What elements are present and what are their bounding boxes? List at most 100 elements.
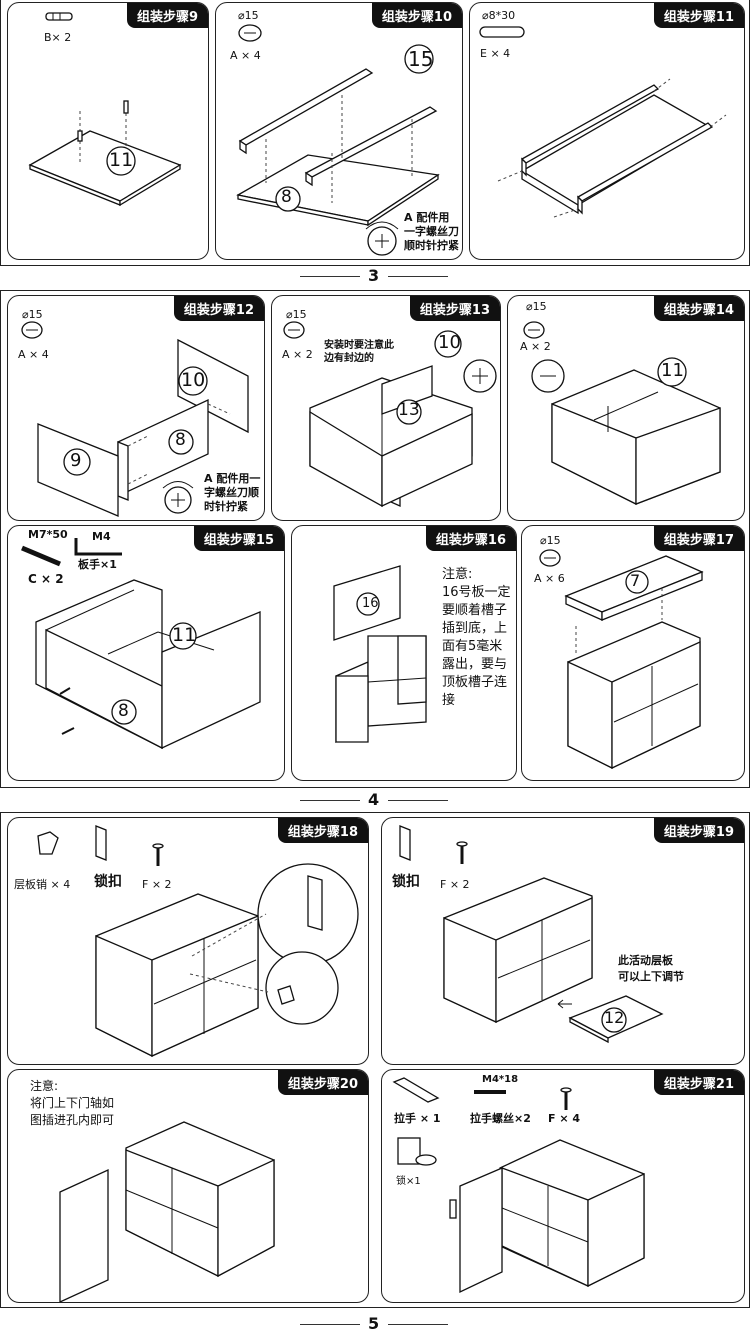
step-21-part-handle-screw: 拉手螺丝×2	[470, 1112, 531, 1125]
step-10-note: A 配件用一字螺丝刀顺时针拧紧	[404, 211, 459, 252]
step-21-part-lock: 锁×1	[396, 1176, 421, 1187]
step-17-title: 组装步骤17	[653, 526, 744, 551]
hex-key-icon	[74, 538, 122, 556]
step-16-panel: 组装步骤16 16 注意: 16号板一定 要顺着槽子 插到底，上 面有5毫米 露…	[291, 525, 517, 781]
step-10-panel: 组装步骤10 ⌀15 A × 4 15 8 A 配件用一字螺丝刀顺时针拧紧	[215, 2, 463, 260]
step-19-drawing	[399, 825, 664, 1044]
step-20-title: 组装步骤20	[277, 1070, 368, 1095]
step-9-title: 组装步骤9	[126, 3, 208, 28]
cam-lock-detail-icon	[531, 359, 565, 393]
step-13-drawing	[283, 321, 497, 508]
step-20-note: 注意: 将门上下门轴如 图插进孔内即可	[30, 1079, 115, 1127]
page-divider	[300, 276, 360, 277]
step-14-label-11: 11	[661, 360, 684, 381]
cam-lock-icon	[283, 321, 305, 339]
step-13-panel: 组装步骤13 ⌀15 A × 2 安装时要注意此边有封边的 10 13	[271, 295, 501, 521]
lock-catch-icon	[399, 825, 411, 861]
step-21-drawing	[392, 1077, 645, 1294]
step-19-label-12: 12	[604, 1008, 625, 1027]
step-12-panel: 组装步骤12 ⌀15 A × 4 10 8 9 A 配件用一字螺丝刀顺时针拧紧	[7, 295, 265, 521]
step-10-label-8: 8	[281, 187, 292, 207]
step-15-wrench: 板手×1	[78, 558, 117, 571]
step-9-drawing	[28, 12, 182, 207]
step-11-part: E × 4	[480, 47, 511, 60]
cam-lock-icon	[539, 549, 561, 567]
step-17-label-7: 7	[630, 571, 641, 590]
screw-icon	[21, 543, 61, 567]
step-19-panel: 组装步骤19 锁扣 F × 2 此活动层板 可以上下调节 12	[381, 817, 745, 1065]
step-18-panel: 组装步骤18 层板销 × 4 锁扣 F × 2	[7, 817, 369, 1065]
page-number-3: 3	[368, 266, 380, 285]
step-15-part: C × 2	[28, 572, 64, 586]
step-15-label-11: 11	[172, 624, 197, 646]
step-16-drawing	[333, 565, 427, 744]
step-12-note: A 配件用一字螺丝刀顺时针拧紧	[204, 472, 261, 513]
wooden-dowel-icon	[479, 26, 525, 38]
page-divider	[300, 1324, 360, 1325]
cam-lock-icon	[21, 321, 43, 339]
step-11-title: 组装步骤11	[653, 3, 744, 28]
step-12-label-8: 8	[175, 430, 186, 450]
step-20-drawing	[59, 1121, 275, 1302]
step-11-drawing	[479, 26, 727, 218]
step-18-title: 组装步骤18	[277, 818, 368, 843]
step-15-label-8: 8	[118, 701, 129, 721]
step-18-part-shelf-pin: 层板销 × 4	[14, 878, 71, 891]
step-10-part: A × 4	[230, 49, 261, 62]
dowel-icon	[45, 12, 73, 21]
step-13-title: 组装步骤13	[409, 296, 500, 321]
page-number-5: 5	[368, 1314, 380, 1333]
shelf-pin-icon	[37, 831, 59, 855]
step-15-tool-size: M4	[92, 530, 111, 543]
screw-icon	[456, 841, 468, 864]
step-16-label-16: 16	[362, 596, 379, 611]
instruction-page-4: 组装步骤12 ⌀15 A × 4 10 8 9 A 配件用一字螺丝刀顺时针拧紧 …	[0, 290, 750, 788]
cam-lock-icon	[238, 24, 262, 42]
step-21-part-handle: 拉手 × 1	[394, 1112, 441, 1125]
step-14-part: A × 2	[520, 340, 551, 353]
page-divider	[388, 1324, 448, 1325]
step-17-dim: ⌀15	[540, 534, 561, 547]
step-15-title: 组装步骤15	[193, 526, 284, 551]
step-19-part-screw: F × 2	[440, 878, 470, 891]
step-21-title: 组装步骤21	[653, 1070, 744, 1095]
step-10-drawing	[236, 24, 440, 256]
screwdriver-rotate-icon	[162, 481, 194, 514]
step-9-board-label: 11	[109, 149, 134, 171]
step-9-part: B× 2	[44, 31, 72, 44]
step-12-label-10: 10	[181, 369, 206, 391]
page-divider	[388, 800, 448, 801]
screw-icon	[560, 1087, 572, 1110]
page-divider	[388, 276, 448, 277]
step-13-dim: ⌀15	[286, 308, 307, 321]
step-11-dim: ⌀8*30	[482, 9, 516, 22]
step-16-title: 组装步骤16	[425, 526, 516, 551]
step-11-panel: 组装步骤11 ⌀8*30 E × 4	[469, 2, 745, 260]
step-19-note-line1: 此活动层板	[618, 954, 673, 967]
step-21-panel: 组装步骤21 拉手 × 1 M4*18 拉手螺丝×2 F × 4 锁×1	[381, 1069, 745, 1303]
page-divider	[300, 800, 360, 801]
step-13-part: A × 2	[282, 348, 313, 361]
cam-lock-detail-icon	[463, 359, 497, 393]
lock-icon	[397, 1137, 437, 1166]
step-10-dim: ⌀15	[238, 9, 259, 22]
step-19-part-lock: 锁扣	[392, 874, 420, 890]
step-14-title: 组装步骤14	[653, 296, 744, 321]
step-20-panel: 组装步骤20 注意: 将门上下门轴如 图插进孔内即可	[7, 1069, 369, 1303]
handle-icon	[392, 1077, 440, 1103]
instruction-page-5: 组装步骤18 层板销 × 4 锁扣 F × 2 组装步骤19	[0, 812, 750, 1308]
step-10-title: 组装步骤10	[371, 3, 462, 28]
step-21-screw-size: M4*18	[482, 1074, 519, 1085]
step-12-part: A × 4	[18, 348, 49, 361]
step-9-panel: 组装步骤9 B× 2 11	[7, 2, 209, 260]
step-13-note: 安装时要注意此边有封边的	[324, 340, 394, 364]
page-number-4: 4	[368, 790, 380, 809]
step-19-note-line2: 可以上下调节	[618, 970, 684, 983]
step-13-label-10: 10	[438, 332, 461, 353]
step-12-drawing	[21, 321, 249, 517]
step-13-label-13: 13	[398, 400, 420, 420]
instruction-page-3: 组装步骤9 B× 2 11 组装步骤10	[0, 0, 750, 266]
step-12-title: 组装步骤12	[173, 296, 264, 321]
step-16-note: 注意: 16号板一定 要顺着槽子 插到底，上 面有5毫米 露出，要与 顶板槽子连…	[442, 567, 511, 708]
step-18-part-screw: F × 2	[142, 878, 172, 891]
